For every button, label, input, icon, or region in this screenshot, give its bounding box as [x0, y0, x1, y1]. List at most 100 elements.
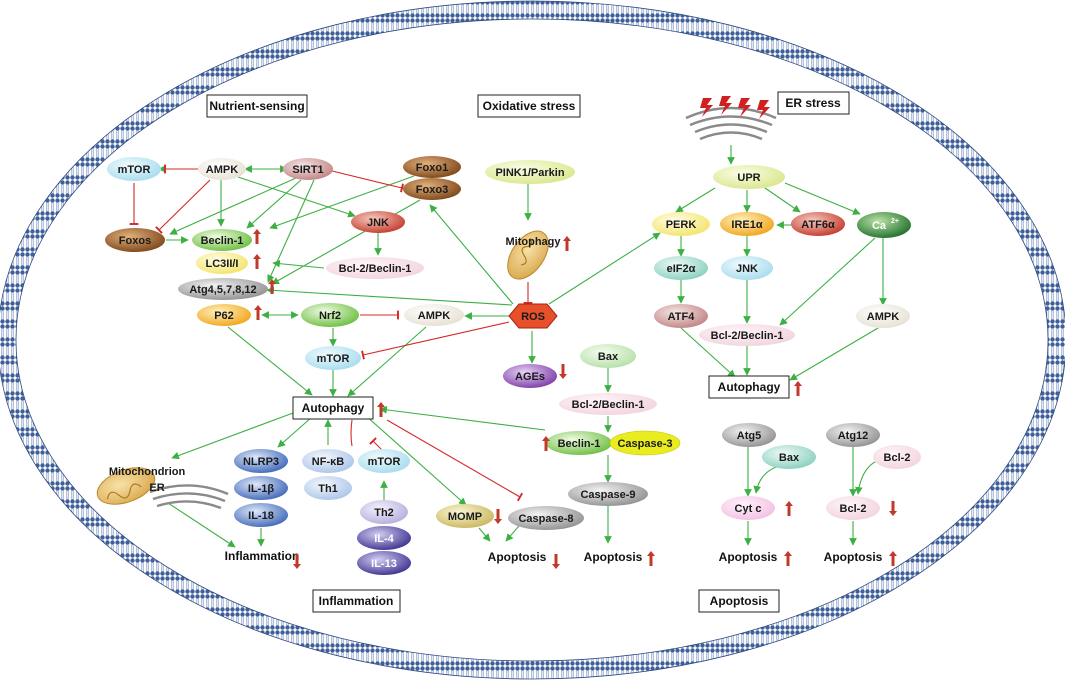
- node-nrf2: Nrf2: [301, 303, 359, 327]
- svg-text:Bcl-2/Beclin-1: Bcl-2/Beclin-1: [339, 263, 412, 275]
- node-mtor-2: mTOR: [305, 346, 361, 370]
- mitochondrion-icon: [507, 230, 549, 280]
- svg-text:Ca: Ca: [872, 220, 887, 232]
- svg-text:Bcl-2/Beclin-1: Bcl-2/Beclin-1: [711, 330, 784, 342]
- svg-text:Caspase-8: Caspase-8: [518, 513, 573, 525]
- node-lc3: LC3II/I: [196, 252, 248, 274]
- svg-text:AMPK: AMPK: [418, 310, 450, 322]
- up-arrow-icons: [253, 229, 897, 566]
- svg-text:JNK: JNK: [367, 217, 389, 229]
- svg-text:mTOR: mTOR: [118, 164, 151, 176]
- node-atg: Atg4,5,7,8,12: [178, 278, 268, 300]
- node-mitophagy: Mitophagy: [506, 236, 562, 248]
- node-atg5: Atg5: [722, 423, 776, 447]
- node-mtor-1: mTOR: [107, 157, 161, 181]
- svg-text:mTOR: mTOR: [368, 456, 401, 468]
- node-momp: MOMP: [436, 504, 494, 528]
- node-nf-kb: NF-κB: [302, 449, 354, 473]
- apoptosis-outcome-3: Apoptosis: [719, 550, 778, 564]
- svg-text:IRE1α: IRE1α: [731, 219, 762, 231]
- node-atf6a: ATF6α: [791, 212, 845, 236]
- node-bcl2-a: Bcl-2: [873, 445, 921, 469]
- node-bcl2-beclin-b: Bcl-2/Beclin-1: [699, 324, 795, 346]
- down-arrow-icons: [293, 364, 897, 569]
- er-label: ER: [149, 482, 164, 494]
- svg-text:PERK: PERK: [666, 219, 697, 231]
- svg-text:Atg4,5,7,8,12: Atg4,5,7,8,12: [189, 284, 256, 296]
- svg-text:ROS: ROS: [521, 311, 545, 323]
- node-ros: ROS: [508, 303, 558, 329]
- red-inhibition-lines: [129, 164, 533, 502]
- svg-text:eIF2α: eIF2α: [667, 263, 696, 275]
- apoptosis-outcome-1: Apoptosis: [488, 550, 547, 564]
- svg-text:ATF6α: ATF6α: [801, 219, 835, 231]
- svg-text:Bax: Bax: [598, 351, 619, 363]
- apoptosis-outcome-2: Apoptosis: [584, 550, 643, 564]
- node-beclin-1: Beclin-1: [192, 229, 252, 251]
- node-caspase-3: Caspase-3: [609, 430, 681, 456]
- node-pink1-parkin: PINK1/Parkin: [485, 160, 575, 184]
- node-il-18: IL-18: [234, 503, 288, 527]
- node-atf4: ATF4: [654, 304, 708, 328]
- node-foxos: Foxos: [105, 228, 165, 252]
- svg-text:IL-4: IL-4: [374, 533, 394, 545]
- svg-text:LC3II/I: LC3II/I: [205, 258, 238, 270]
- svg-text:Nrf2: Nrf2: [319, 310, 341, 322]
- svg-text:Bcl-2/Beclin-1: Bcl-2/Beclin-1: [572, 399, 645, 411]
- autophagy-box-er: Autophagy: [708, 375, 790, 399]
- node-th2: Th2: [360, 500, 408, 524]
- apoptosis-outcome-4: Apoptosis: [824, 550, 883, 564]
- svg-text:Caspase-9: Caspase-9: [580, 489, 635, 501]
- svg-text:Atg12: Atg12: [838, 430, 869, 442]
- node-beclin-1-b: Beclin-1: [546, 431, 612, 455]
- mitochondrion-er-icon: [96, 467, 229, 510]
- svg-text:Oxidative stress: Oxidative stress: [483, 99, 576, 113]
- node-il-1b: IL-1β: [234, 476, 288, 500]
- inflammation-outcome-label: Inflammation: [225, 549, 300, 563]
- node-perk: PERK: [652, 212, 710, 236]
- node-jnk-2: JNK: [721, 256, 773, 280]
- node-atg12: Atg12: [826, 423, 880, 447]
- node-foxo3: Foxo3: [403, 178, 461, 200]
- svg-text:2+: 2+: [891, 218, 899, 225]
- svg-text:UPR: UPR: [737, 172, 760, 184]
- svg-text:IL-13: IL-13: [371, 558, 397, 570]
- node-jnk-1: JNK: [351, 211, 405, 233]
- svg-text:ATF4: ATF4: [668, 311, 696, 323]
- node-caspase-9: Caspase-9: [568, 482, 648, 506]
- svg-text:Bcl-2: Bcl-2: [884, 452, 911, 464]
- mitochondrion-label: Mitochondrion: [109, 466, 186, 478]
- svg-text:Cyt c: Cyt c: [735, 503, 762, 515]
- svg-text:IL-1β: IL-1β: [248, 483, 275, 495]
- svg-text:mTOR: mTOR: [317, 353, 350, 365]
- node-bcl2-b: Bcl-2: [826, 496, 880, 520]
- svg-text:AGEs: AGEs: [515, 371, 545, 383]
- svg-text:Autophagy: Autophagy: [302, 401, 365, 415]
- svg-text:Beclin-1: Beclin-1: [558, 438, 601, 450]
- er-organelle-icon: [685, 106, 777, 141]
- node-ages: AGEs: [503, 364, 557, 388]
- svg-text:PINK1/Parkin: PINK1/Parkin: [495, 167, 564, 179]
- lightning-bolt-icons: [700, 96, 770, 119]
- node-ampk-2: AMPK: [404, 304, 464, 326]
- svg-text:Caspase-3: Caspase-3: [617, 438, 672, 450]
- node-il-4: IL-4: [357, 526, 411, 550]
- node-bcl2-beclin-a: Bcl-2/Beclin-1: [326, 257, 424, 279]
- svg-text:Apoptosis: Apoptosis: [710, 594, 769, 608]
- svg-text:Beclin-1: Beclin-1: [201, 235, 244, 247]
- section-oxidative-stress: Oxidative stress: [477, 94, 581, 118]
- node-bcl2-beclin-c: Bcl-2/Beclin-1: [559, 393, 657, 415]
- section-apoptosis: Apoptosis: [698, 589, 780, 613]
- svg-text:Foxo3: Foxo3: [416, 184, 448, 196]
- section-nutrient-sensing: Nutrient-sensing: [206, 94, 308, 118]
- node-nlrp3: NLRP3: [234, 449, 288, 473]
- node-cyt-c: Cyt c: [721, 496, 775, 520]
- svg-text:Autophagy: Autophagy: [718, 380, 781, 394]
- green-activation-arrows: [158, 145, 887, 548]
- node-th1: Th1: [304, 476, 352, 500]
- node-il-13: IL-13: [357, 551, 411, 575]
- node-p62: P62: [197, 304, 251, 326]
- node-bax-2: Bax: [762, 445, 816, 469]
